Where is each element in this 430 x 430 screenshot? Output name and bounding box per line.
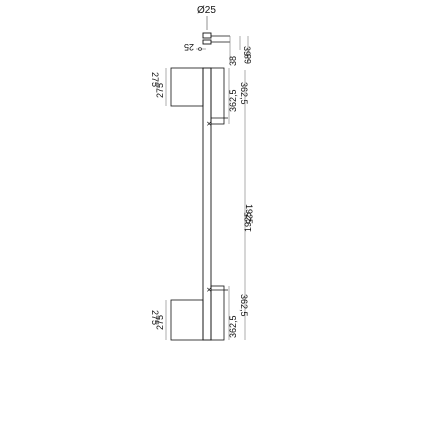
side-label-25: 25 [184, 42, 194, 52]
depth-label-38: 38 [228, 56, 238, 66]
depth-label-39: 39 [242, 46, 252, 56]
label-1925-rot: 1925 [244, 204, 254, 224]
label-top-275: 275 [155, 83, 165, 98]
depth-label-68: 68 [243, 54, 253, 64]
upper-bracket-right [210, 67, 225, 125]
side-dim-marker [198, 47, 202, 51]
label-top-275-rot: 275 [150, 72, 160, 87]
label-bottom-362-rot: 362,5 [239, 294, 249, 317]
label-top-362-rot: 362,5 [239, 82, 249, 105]
handle-end-profile-bottom [202, 39, 212, 45]
label-bottom-275-rot: 275 [150, 310, 160, 325]
label-1925: 1925 [243, 212, 253, 232]
label-top-362: 362,5 [228, 89, 238, 112]
diameter-label: Ø25 [197, 5, 216, 16]
lower-bracket-right [210, 285, 225, 341]
fixing-mark-top: × [204, 121, 214, 126]
handle-end-profile-top [202, 32, 212, 39]
fixing-mark-bottom: × [204, 287, 214, 292]
label-bottom-362: 362,5 [228, 315, 238, 338]
label-bottom-275: 275 [155, 315, 165, 330]
upper-bracket-left [170, 67, 204, 107]
handle-bar [202, 67, 212, 341]
lower-bracket-left [170, 299, 204, 341]
